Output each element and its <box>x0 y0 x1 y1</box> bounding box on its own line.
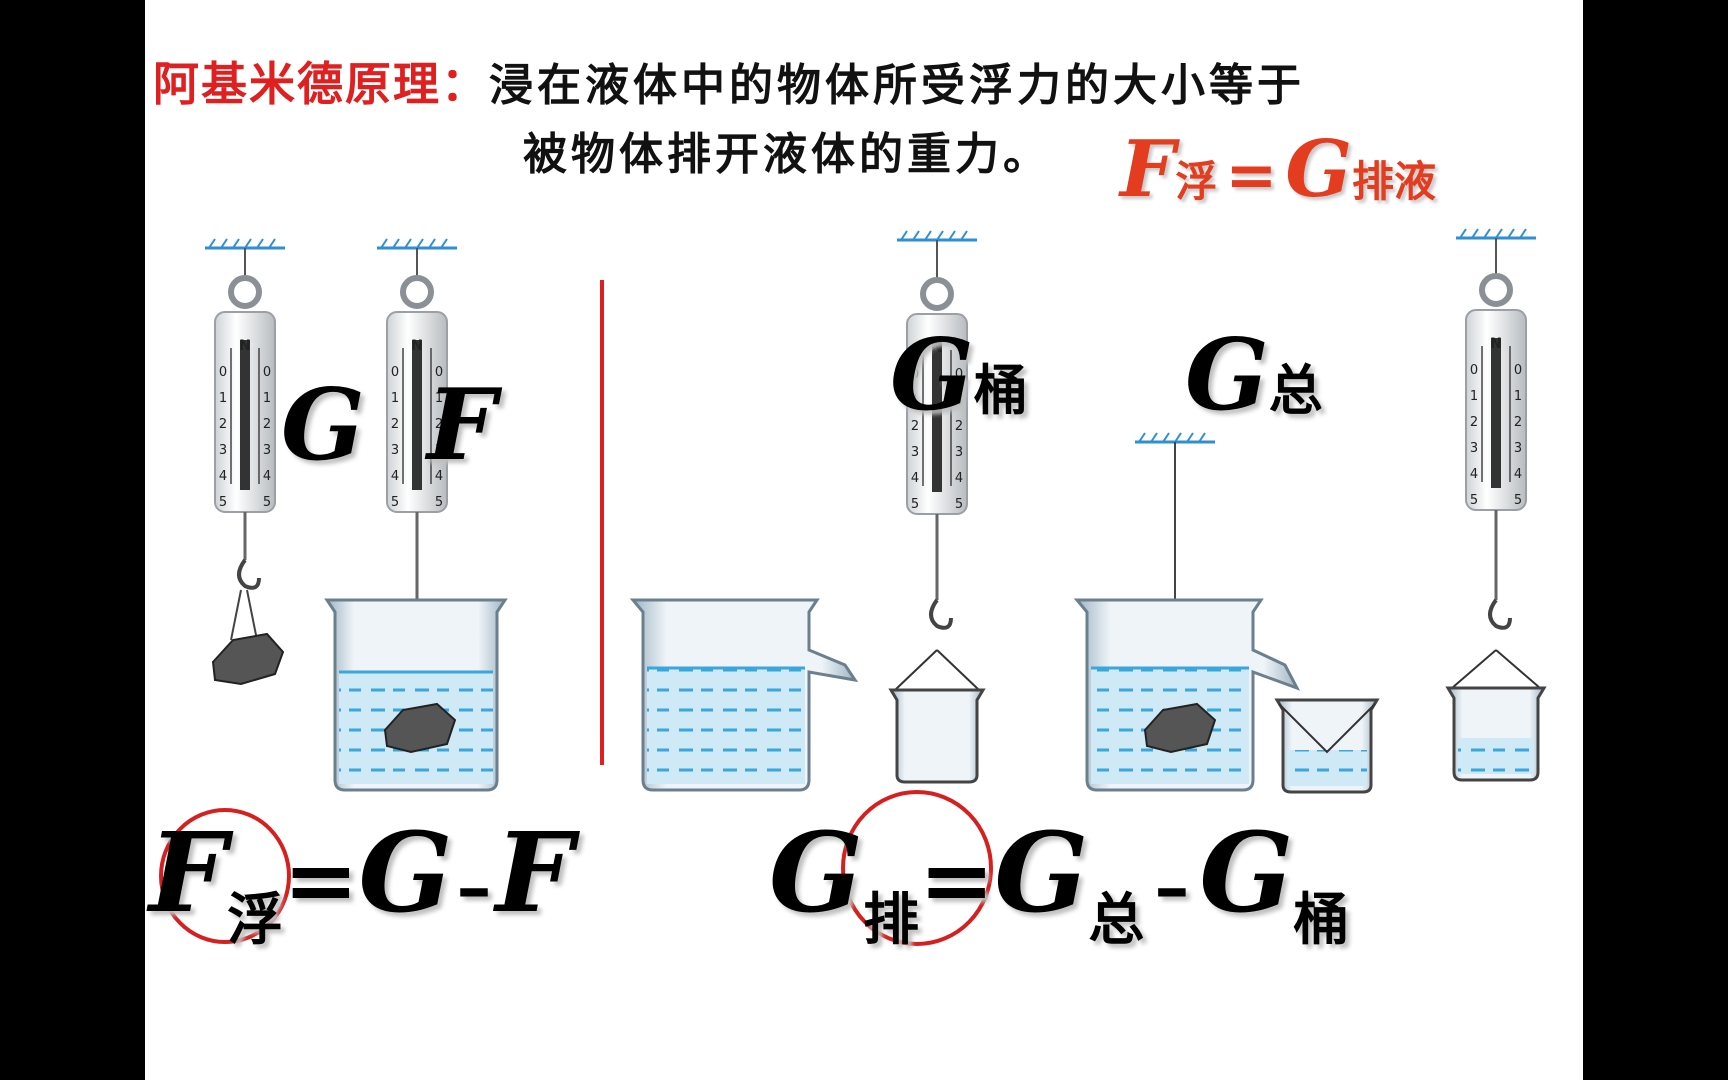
principle-label: 阿基米德原理： <box>153 57 489 111</box>
scale-tick-label: 4 <box>1514 467 1522 482</box>
scale-tick-label: 3 <box>219 443 227 458</box>
scale-tick-label: 5 <box>391 495 399 510</box>
scale-unit-label: N <box>1490 336 1502 352</box>
scale-tick-label: 2 <box>435 417 443 432</box>
scale-tick-label: 2 <box>1470 415 1478 430</box>
submerged-rock-icon <box>383 702 457 754</box>
slide: 阿基米德原理：浸在液体中的物体所受浮力的大小等于 被物体排开液体的重力。 F浮=… <box>145 0 1583 1080</box>
label-G-total: G总 <box>1185 318 1323 433</box>
title-line-1: 阿基米德原理：浸在液体中的物体所受浮力的大小等于 <box>153 48 1305 114</box>
top-formula-G-sub: 排液 <box>1351 157 1436 206</box>
label-F: F <box>427 368 497 483</box>
scale-tick-label: 4 <box>263 469 271 484</box>
scale-tick-label: 3 <box>1470 441 1478 456</box>
scale-tick-label: 1 <box>911 393 919 408</box>
scale-unit-label: N <box>411 338 423 354</box>
scale-tick-label: 5 <box>1470 493 1478 508</box>
highlight-circle-left <box>159 808 291 944</box>
scale-tick-label: 1 <box>1470 389 1478 404</box>
empty-bucket-icon <box>888 688 986 784</box>
scale-tick-label: 4 <box>391 469 399 484</box>
scale-tick-label: 1 <box>1514 389 1522 404</box>
scale-tick-label: 3 <box>263 443 271 458</box>
scale-tick-label: 4 <box>1470 467 1478 482</box>
scale-tick-label: 2 <box>911 419 919 434</box>
scale-tick-label: 3 <box>391 443 399 458</box>
scale-tick-label: 5 <box>435 495 443 510</box>
scale-tick-label: 3 <box>1514 441 1522 456</box>
top-formula-F: F <box>1120 124 1176 215</box>
top-formula-F-sub: 浮 <box>1175 157 1218 206</box>
scale-tick-label: 0 <box>391 365 399 380</box>
scale-tick-label: 2 <box>219 417 227 432</box>
scale-tick-label: 0 <box>911 367 919 382</box>
scale-tick-label: 3 <box>955 445 963 460</box>
scale-tick-label: 4 <box>219 469 227 484</box>
overflow-beaker-1 <box>629 598 859 792</box>
scale-tick-label: 3 <box>911 445 919 460</box>
overflow-beaker-2 <box>1073 431 1380 794</box>
scale-tick-label: 5 <box>955 497 963 512</box>
scale-tick-label: 4 <box>911 471 919 486</box>
spring-scale-air <box>203 237 287 686</box>
scale-tick-label: 2 <box>955 419 963 434</box>
spring-scale-total <box>1445 227 1547 782</box>
label-G: G <box>281 368 365 483</box>
submerged-rock-icon-2 <box>1143 702 1217 754</box>
scale-tick-label: 0 <box>1470 363 1478 378</box>
formula-displaced: G排=G总–G桶 <box>769 808 1350 953</box>
scale-unit-label: N <box>931 340 943 356</box>
experiment-diagram: N <box>159 227 1547 946</box>
label-G-bucket: G桶 <box>890 318 1028 433</box>
principle-text-1: 浸在液体中的物体所受浮力的大小等于 <box>489 60 1305 111</box>
scale1-unit: N <box>239 338 251 354</box>
spring-scale-bucket <box>888 229 986 784</box>
scale-tick-label: 4 <box>955 471 963 486</box>
scale-tick-label: 2 <box>263 417 271 432</box>
top-formula-eq: = <box>1225 138 1278 211</box>
scale-tick-label: 0 <box>219 365 227 380</box>
scale-tick-label: 0 <box>263 365 271 380</box>
beaker-1 <box>324 598 508 792</box>
scale-tick-label: 0 <box>955 367 963 382</box>
scale-tick-label: 2 <box>1514 415 1522 430</box>
scale-tick-label: 5 <box>1514 493 1522 508</box>
rock-icon <box>211 632 285 686</box>
scale-tick-label: 1 <box>435 391 443 406</box>
principle-text-2: 被物体排开液体的重力。 <box>523 129 1051 180</box>
scale-tick-label: 4 <box>435 469 443 484</box>
scale-tick-label: 3 <box>435 443 443 458</box>
scale-tick-label: 0 <box>435 365 443 380</box>
top-formula-G: G <box>1285 124 1352 215</box>
scale-tick-label: 5 <box>911 497 919 512</box>
scale-tick-label: 0 <box>1514 363 1522 378</box>
scale-tick-label: 1 <box>955 393 963 408</box>
scale-tick-label: 1 <box>219 391 227 406</box>
scale-tick-label: 5 <box>219 495 227 510</box>
highlight-circle-right <box>841 790 993 946</box>
formula-buoyancy: F浮=G–F <box>149 808 574 953</box>
scale-tick-label: 5 <box>263 495 271 510</box>
scale-tick-label: 1 <box>263 391 271 406</box>
top-formula: F浮=G排液 <box>1120 124 1436 215</box>
scale-tick-label: 1 <box>391 391 399 406</box>
scale-tick-label: 2 <box>391 417 399 432</box>
